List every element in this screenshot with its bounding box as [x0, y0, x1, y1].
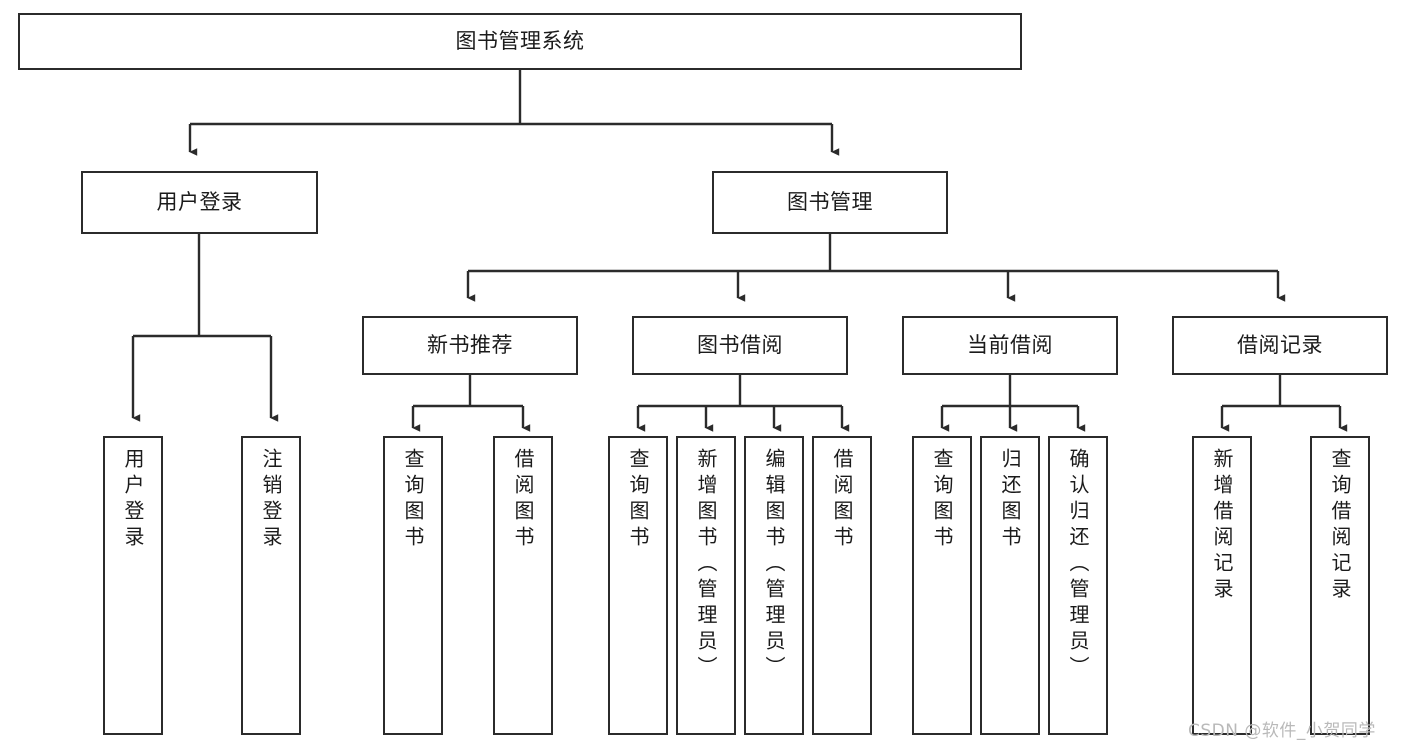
node-leaf-add-borrow-record[interactable]: 新增借阅记录	[1192, 436, 1252, 735]
node-leaf-user-logout[interactable]: 注销登录	[241, 436, 301, 735]
node-book-manage[interactable]: 图书管理	[712, 171, 948, 234]
node-label: 图书借阅	[697, 333, 783, 358]
node-leaf-query-book-current[interactable]: 查询图书	[912, 436, 972, 735]
node-label: 查询图书	[930, 448, 954, 552]
node-leaf-query-borrow-record[interactable]: 查询借阅记录	[1310, 436, 1370, 735]
csdn-watermark: CSDN @软件_小贺同学	[1188, 721, 1376, 741]
node-book-borrow[interactable]: 图书借阅	[632, 316, 848, 375]
node-label: 用户登录	[156, 190, 243, 215]
node-label: 查询图书	[401, 448, 425, 552]
node-label: 借阅图书	[830, 448, 854, 552]
node-label: 确认归还（管理员）	[1066, 448, 1090, 682]
node-label: 注销登录	[259, 448, 283, 552]
node-root-system[interactable]: 图书管理系统	[18, 13, 1022, 70]
node-label: 归还图书	[998, 448, 1022, 552]
node-leaf-user-login[interactable]: 用户登录	[103, 436, 163, 735]
node-label: 图书管理	[787, 190, 873, 215]
node-label: 当前借阅	[967, 333, 1053, 358]
node-label: 编辑图书（管理员）	[762, 448, 786, 682]
node-label: 图书管理系统	[455, 29, 585, 54]
node-leaf-return-book[interactable]: 归还图书	[980, 436, 1040, 735]
node-leaf-query-book-recommend[interactable]: 查询图书	[383, 436, 443, 735]
node-leaf-add-book-admin[interactable]: 新增图书（管理员）	[676, 436, 736, 735]
node-leaf-edit-book-admin[interactable]: 编辑图书（管理员）	[744, 436, 804, 735]
node-leaf-borrow-book[interactable]: 借阅图书	[812, 436, 872, 735]
node-current-borrow[interactable]: 当前借阅	[902, 316, 1118, 375]
node-label: 用户登录	[121, 448, 145, 552]
node-user-login[interactable]: 用户登录	[81, 171, 318, 234]
node-label: 新增借阅记录	[1210, 448, 1234, 604]
node-label: 新书推荐	[427, 333, 513, 358]
node-leaf-confirm-return-admin[interactable]: 确认归还（管理员）	[1048, 436, 1108, 735]
node-leaf-borrow-book-recommend[interactable]: 借阅图书	[493, 436, 553, 735]
node-label: 借阅图书	[511, 448, 535, 552]
node-label: 查询图书	[626, 448, 650, 552]
node-new-book-recommend[interactable]: 新书推荐	[362, 316, 578, 375]
node-borrow-record[interactable]: 借阅记录	[1172, 316, 1388, 375]
node-leaf-query-book[interactable]: 查询图书	[608, 436, 668, 735]
node-label: 新增图书（管理员）	[694, 448, 718, 682]
node-label: 查询借阅记录	[1328, 448, 1352, 604]
node-label: 借阅记录	[1237, 333, 1323, 358]
